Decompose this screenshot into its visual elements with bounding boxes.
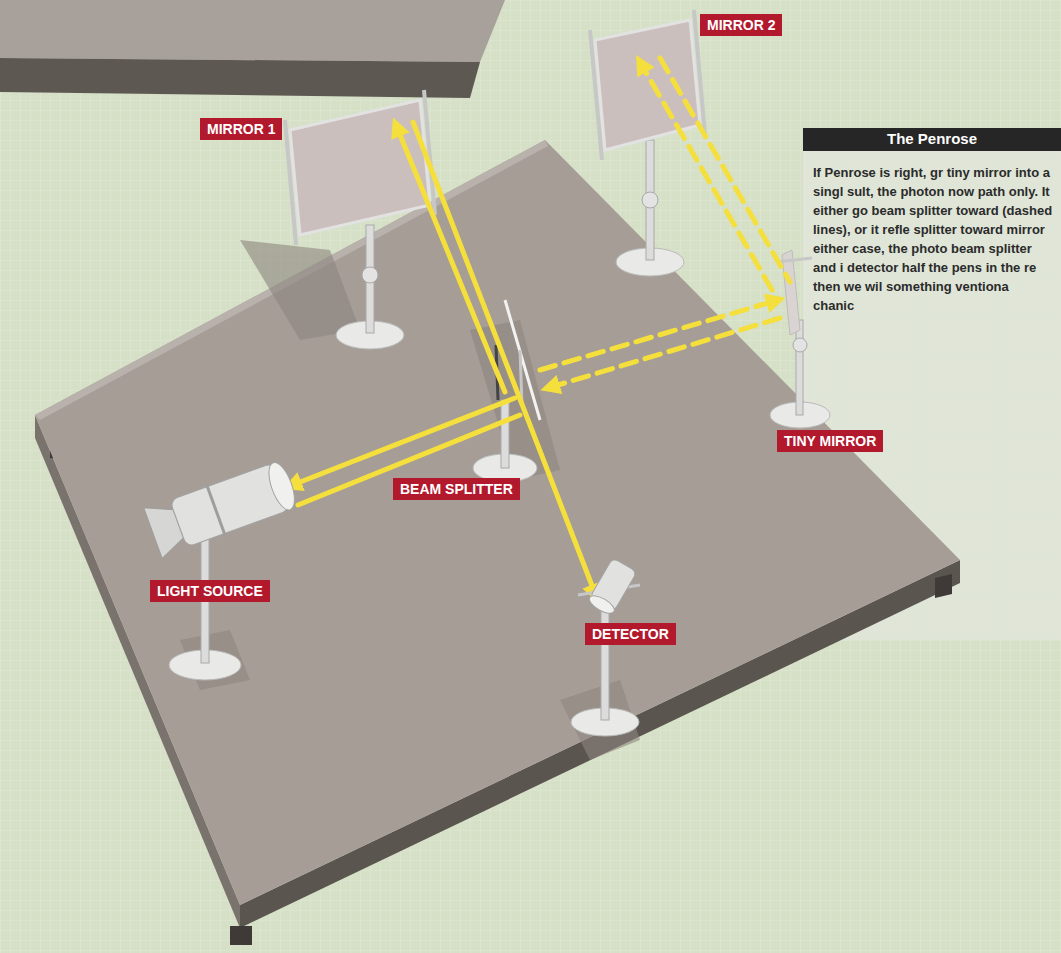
beam-splitter-part bbox=[501, 400, 509, 468]
mirror-2-part bbox=[590, 30, 602, 160]
detector bbox=[571, 558, 640, 736]
light-source-part bbox=[144, 457, 301, 558]
part-name: MIRROR 2 bbox=[707, 17, 775, 33]
light-beams-part bbox=[396, 125, 505, 392]
upper-table bbox=[0, 0, 505, 98]
part-label: BEAM SPLITTER bbox=[393, 478, 520, 500]
upper-table-part bbox=[0, 0, 505, 62]
shadows-part bbox=[240, 240, 360, 340]
light-source-part-part bbox=[264, 459, 300, 513]
main-table-part bbox=[230, 926, 252, 945]
light-source-part-part bbox=[207, 485, 225, 536]
tiny-mirror-part bbox=[776, 258, 812, 262]
tiny-mirror-part bbox=[793, 338, 807, 352]
tiny-mirror-part bbox=[796, 320, 803, 415]
part-name: MIRROR 1 bbox=[207, 121, 275, 137]
light-beams-part bbox=[298, 415, 520, 505]
sidebar-body: If Penrose is right, gr tiny mirror into… bbox=[803, 151, 1061, 315]
mirror-2-part bbox=[595, 20, 700, 150]
mirror-2 bbox=[590, 10, 705, 276]
part-label: MIRROR 1 bbox=[200, 118, 282, 140]
light-beams-part bbox=[290, 398, 515, 486]
part-label: LIGHT SOURCE bbox=[150, 580, 270, 602]
part-label: DETECTOR bbox=[585, 623, 676, 645]
light-beams-part bbox=[660, 58, 790, 282]
part-label: TINY MIRROR bbox=[777, 430, 883, 452]
mirror-1 bbox=[285, 90, 435, 349]
light-beams-part bbox=[548, 318, 780, 388]
part-name: TINY MIRROR bbox=[784, 433, 876, 449]
sidebar-heading: The Penrose bbox=[803, 128, 1061, 151]
tiny-mirror bbox=[770, 250, 830, 428]
mirror-1-part bbox=[285, 120, 296, 245]
part-label: MIRROR 2 bbox=[700, 14, 782, 36]
mirror-2-part bbox=[642, 192, 658, 208]
light-beams-part bbox=[540, 300, 778, 370]
mirror-1-part bbox=[362, 267, 378, 283]
light-source bbox=[144, 457, 301, 680]
part-name: DETECTOR bbox=[592, 626, 669, 642]
part-name: BEAM SPLITTER bbox=[400, 481, 513, 497]
tiny-mirror-part bbox=[782, 250, 800, 335]
sidebar-panel: The PenroseIf Penrose is right, gr tiny … bbox=[803, 128, 1061, 315]
part-name: LIGHT SOURCE bbox=[157, 583, 263, 599]
shadows-part bbox=[560, 680, 640, 760]
mirror-1-part bbox=[290, 100, 430, 235]
detector-part bbox=[587, 558, 637, 617]
light-beams bbox=[290, 58, 790, 596]
detector-part-part bbox=[587, 592, 617, 616]
main-table-part bbox=[935, 574, 952, 598]
light-beams-part bbox=[640, 62, 772, 290]
upper-table-part bbox=[0, 58, 480, 98]
